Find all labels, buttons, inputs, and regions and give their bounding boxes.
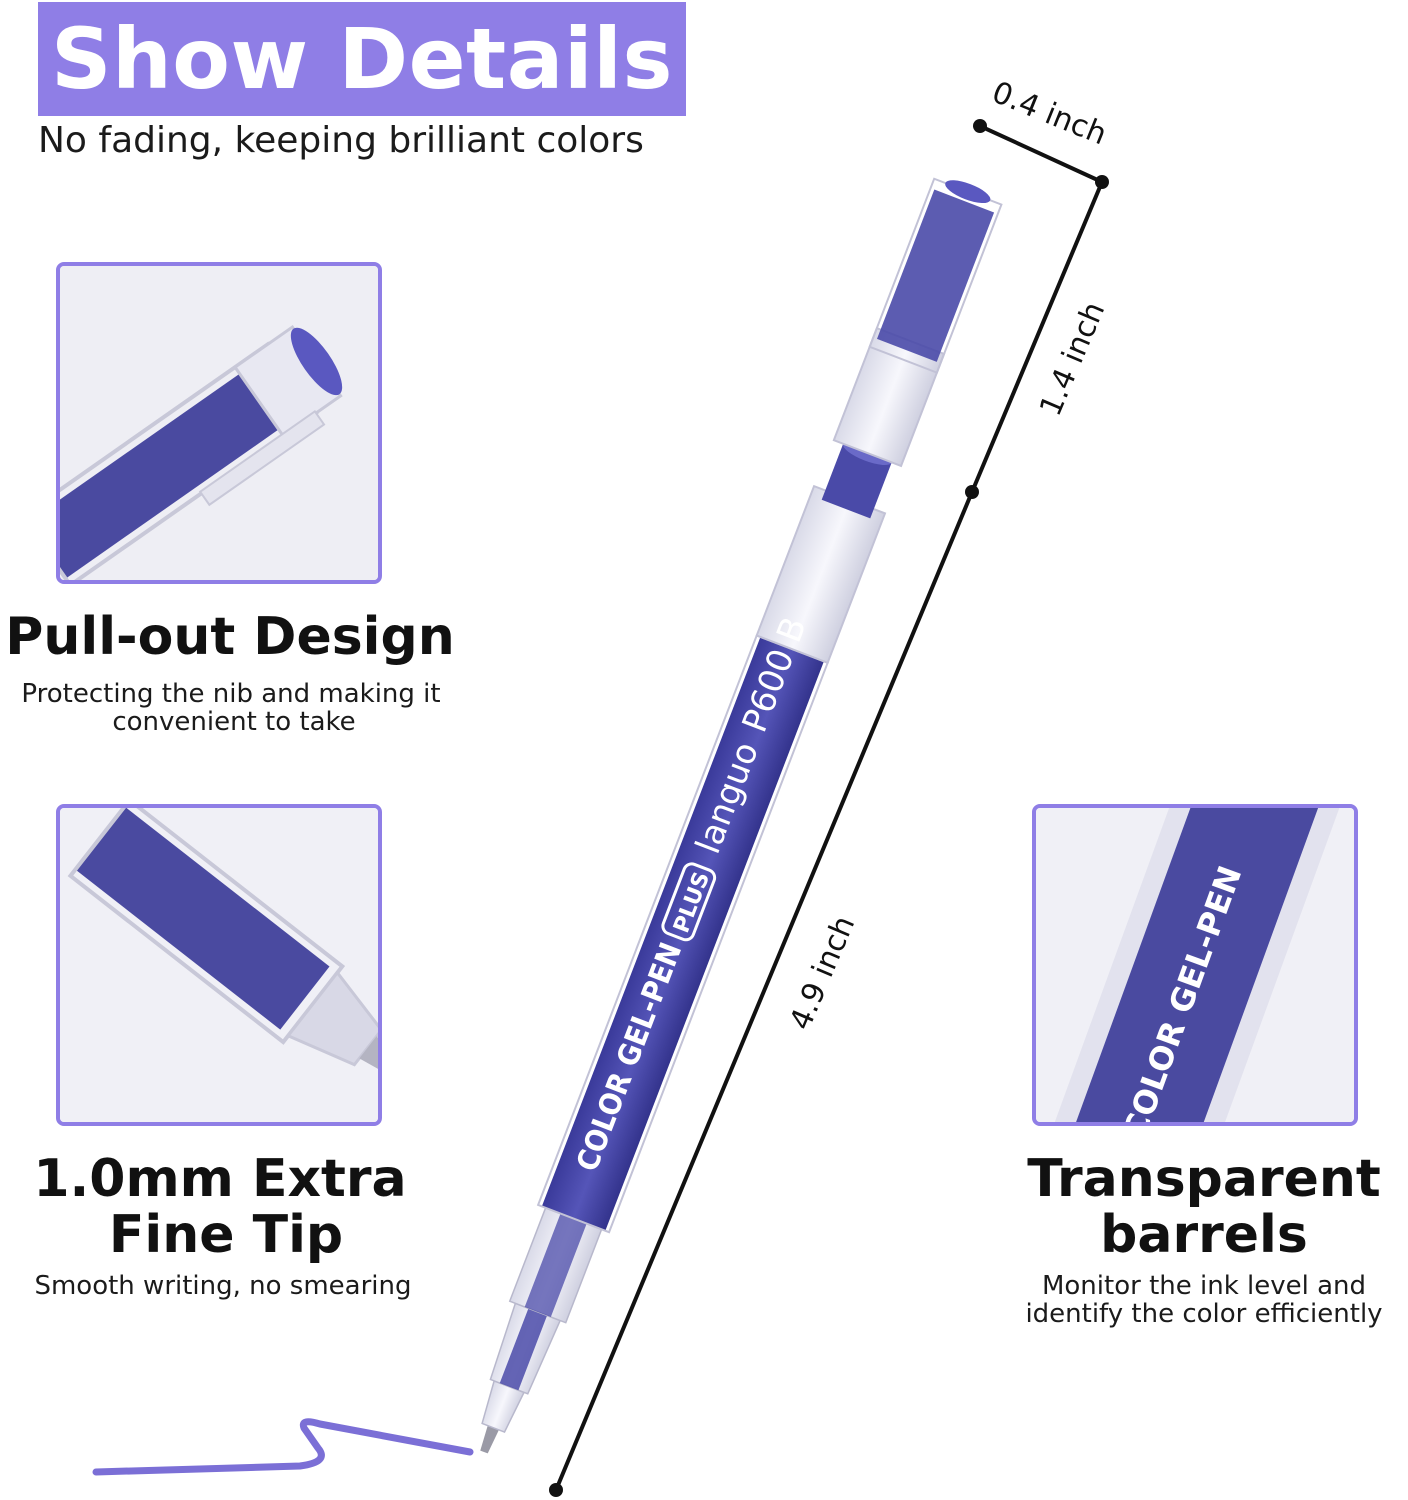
- fine-tip-heading-1: 1.0mm Extra: [33, 1149, 407, 1209]
- cap-closeup-image: [60, 266, 378, 580]
- dimension-lines: [554, 124, 1104, 1491]
- ink-scribble: [92, 1418, 474, 1476]
- transparent-barrels-photo: COLOR GEL-PEN: [1032, 804, 1358, 1126]
- transparent-barrels-desc-2: identify the color efficiently: [1025, 1299, 1383, 1329]
- fine-tip-heading-2: Fine Tip: [108, 1205, 344, 1265]
- pen-length-label: 4.9 inch: [783, 911, 862, 1035]
- fine-tip-photo: [56, 804, 382, 1126]
- transparent-barrels-heading-1: Transparent: [1027, 1149, 1381, 1209]
- barrel-closeup-image: COLOR GEL-PEN: [1036, 808, 1354, 1122]
- dimension-point: [973, 119, 987, 133]
- pull-out-design-desc-2: convenient to take: [112, 707, 356, 737]
- dimension-point: [1095, 175, 1109, 189]
- dimension-point: [965, 485, 979, 499]
- page-title: Show Details: [51, 10, 673, 108]
- transparent-barrels-heading-2: barrels: [1100, 1205, 1308, 1265]
- page-subtitle: No fading, keeping brilliant colors: [38, 120, 644, 161]
- pull-out-design-heading: Pull-out Design: [5, 607, 455, 667]
- transparent-barrels-desc-1: Monitor the ink level and: [1041, 1271, 1367, 1301]
- gel-pen: COLOR GEL-PEN PLUS languo P600 B: [480, 177, 1003, 1454]
- title-banner: [38, 2, 686, 116]
- pull-out-design-desc-1: Protecting the nib and making it: [21, 679, 441, 709]
- cap-width-label: 0.4 inch: [987, 75, 1111, 152]
- pull-out-design-photo: [56, 262, 382, 584]
- fine-tip-desc: Smooth writing, no smearing: [34, 1271, 412, 1301]
- dimension-point: [549, 1483, 563, 1497]
- tip-closeup-image: [60, 808, 378, 1122]
